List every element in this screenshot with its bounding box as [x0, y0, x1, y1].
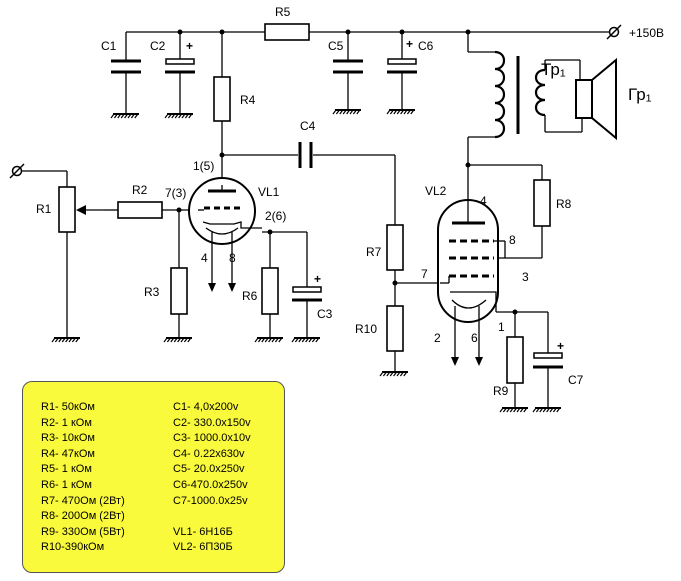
vl1-heater — [205, 227, 239, 235]
polarity-mark: + — [314, 272, 321, 286]
supply-label: +150В — [629, 26, 664, 40]
resistor-r6 — [261, 267, 279, 315]
legend-item: C7-1000.0x25v — [173, 494, 248, 507]
speaker-label: Гр₁ — [628, 85, 652, 104]
legend-item: C3- 1000.0x10v — [173, 432, 251, 445]
transformer-label: Тр₁ — [541, 60, 566, 79]
vl2-cathode — [450, 291, 497, 300]
vl2-heater — [451, 299, 487, 309]
legend-item: VL2- 6П30Б — [173, 541, 233, 554]
r8-label: R8 — [556, 197, 572, 211]
legend-item: R7- 470Ом (2Вт) — [41, 494, 125, 507]
legend-item: R10-390кОм — [41, 541, 105, 554]
vl1-pin-heater-a: 4 — [201, 251, 208, 265]
capacitor-c6 — [387, 58, 417, 65]
junction-dot — [219, 152, 225, 158]
legend-item: C4- 0.22x630v — [173, 447, 245, 460]
vl2-pin-grid: 7 — [421, 267, 428, 281]
r3-label: R3 — [144, 285, 160, 299]
ground-icon — [110, 113, 139, 119]
ground-icon — [291, 337, 320, 343]
legend-capacitors: C1- 4,0x200v C2- 330.0x150v C3- 1000.0x1… — [173, 400, 251, 556]
speaker-cone — [591, 57, 617, 141]
legend-item: VL1- 6Н16Б — [173, 525, 233, 538]
vl2-pin-heater-a: 2 — [434, 331, 441, 345]
legend-item: R6- 1 кОм — [41, 478, 92, 491]
transformer-secondary — [534, 68, 546, 117]
c6-label: C6 — [418, 39, 434, 53]
wiper-arrow — [76, 205, 86, 215]
vl2-pin-g2-b: 3 — [522, 270, 529, 284]
ground-icon — [164, 113, 193, 119]
ground-icon — [51, 337, 80, 343]
resistor-r8 — [533, 179, 551, 227]
legend-item: R5- 1 кОм — [41, 463, 92, 476]
ground-icon — [163, 337, 192, 343]
resistor-r3 — [170, 267, 188, 315]
vl1-pin-heater-b: 8 — [229, 251, 236, 265]
legend-item: C1- 4,0x200v — [173, 401, 239, 413]
r10-label: R10 — [355, 322, 377, 336]
capacitor-c7 — [533, 352, 563, 359]
vl2-pin-heater-b: 6 — [471, 331, 478, 345]
vl1-pin-cathode: 2(6) — [265, 209, 286, 223]
vl2-pin-anode: 4 — [480, 194, 487, 208]
ground-icon — [379, 371, 408, 377]
resistor-r5 — [264, 23, 310, 41]
c5-label: C5 — [328, 39, 344, 53]
r4-label: R4 — [240, 93, 256, 107]
legend-resistors: R1- 50кОм R2- 1 кОм R3- 10кОм R4- 47кОм … — [41, 400, 125, 556]
legend-item: C2- 330.0x150v — [173, 416, 251, 429]
ground-icon — [499, 407, 528, 413]
speaker — [575, 79, 593, 119]
resistor-r7 — [386, 224, 404, 271]
legend-item: R4- 47кОм — [41, 447, 95, 460]
c4-label: C4 — [300, 119, 316, 133]
r5-label: R5 — [275, 5, 291, 19]
capacitor-c3 — [292, 286, 322, 293]
polarity-mark: + — [406, 37, 413, 51]
r9-label: R9 — [493, 384, 509, 398]
r2-label: R2 — [132, 183, 148, 197]
legend-item: R8- 200Ом (2Вт) — [41, 510, 125, 523]
r1-label: R1 — [36, 202, 52, 216]
ground-icon — [386, 109, 415, 115]
ground-symbols — [51, 109, 561, 413]
polarity-mark: + — [557, 339, 564, 353]
ground-icon — [532, 407, 561, 413]
legend-item: C5- 20.0x250v — [173, 463, 245, 476]
vl1-label: VL1 — [258, 185, 280, 199]
r6-label: R6 — [242, 289, 258, 303]
legend-item: R9- 330Ом (5Вт) — [41, 525, 125, 538]
resistor-r4 — [213, 76, 231, 122]
vl1-pin-anode: 1(5) — [193, 159, 214, 173]
vl1-pin-grid: 7(3) — [165, 186, 186, 200]
vl2-label: VL2 — [425, 184, 447, 198]
vl2-pin-g2: 8 — [509, 233, 516, 247]
legend-item: R1- 50кОм — [41, 401, 95, 413]
legend-item: R2- 1 кОм — [41, 416, 92, 429]
ground-icon — [332, 109, 361, 115]
resistor-r2 — [117, 201, 163, 219]
resistor-r10 — [386, 305, 404, 352]
c3-label: C3 — [317, 307, 333, 321]
legend-item: C6-470.0x250v — [173, 478, 248, 491]
transformer-primary — [494, 50, 506, 139]
tube-vl1 — [188, 177, 256, 245]
potentiometer-r1 — [58, 186, 76, 233]
resistor-r9 — [506, 336, 524, 384]
component-legend: R1- 50кОм R2- 1 кОм R3- 10кОм R4- 47кОм … — [22, 381, 285, 573]
legend-item: R3- 10кОм — [41, 432, 95, 445]
vl2-pin-cathode: 1 — [498, 320, 505, 334]
capacitor-c2 — [165, 58, 195, 65]
ground-icon — [254, 337, 283, 343]
vl1-cathode — [202, 221, 262, 229]
c1-label: C1 — [101, 39, 117, 53]
r7-label: R7 — [366, 245, 382, 259]
polarity-mark: + — [186, 39, 193, 53]
c7-label: C7 — [568, 373, 584, 387]
c2-label: C2 — [150, 39, 166, 53]
